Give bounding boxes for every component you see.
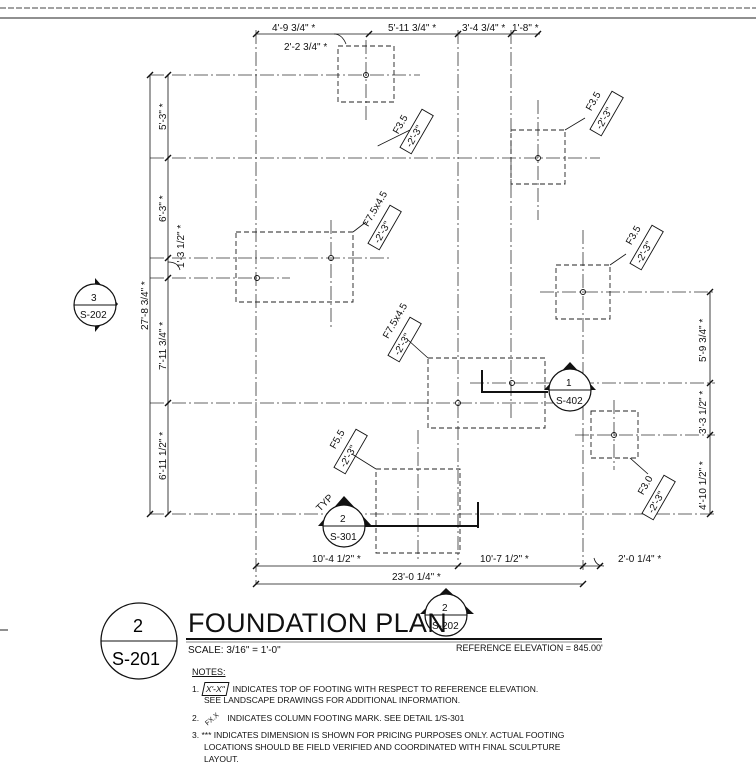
footing-tag-7: F3.0 -2'-3" (636, 474, 676, 521)
section-bubble-2-s202[interactable]: 2 S-202 (420, 588, 474, 637)
footing-tag-5: F7.5x4.5 -2'-3" (381, 301, 422, 363)
section-bubble-1-s402[interactable]: 1 S-402 (544, 362, 596, 412)
dim-top-3: 3'-4 3/4" * (462, 23, 505, 34)
dim-top-1: 4'-9 3/4" * (272, 23, 315, 34)
svg-text:2: 2 (442, 603, 448, 614)
note-1-line-2: SEE LANDSCAPE DRAWINGS FOR ADDITIONAL IN… (204, 695, 461, 705)
dim-left-5: 7'-11 3/4" * (158, 322, 169, 370)
svg-text:S-201: S-201 (112, 649, 160, 669)
dim-bottom-3: 23'-0 1/4" * (392, 572, 441, 583)
dim-top-2: 5'-11 3/4" * (388, 23, 436, 34)
note-3-line-3: LAYOUT. (204, 754, 239, 764)
dim-left-3: 1'-3 1/2" * (176, 225, 187, 268)
dim-right-3: 4'-10 1/2" * (698, 461, 709, 510)
footing-tag-3: F7.5x4.5 -2'-3" (361, 189, 402, 251)
dim-left-6: 6'-11 1/2" * (158, 432, 169, 480)
dim-bottom-2: 10'-7 1/2" * (480, 554, 529, 565)
svg-text:F5.5: F5.5 (328, 428, 348, 451)
footing-f3.5-b (510, 129, 566, 185)
footing-f7.5x4.5-a (235, 231, 354, 303)
reference-elevation: REFERENCE ELEVATION = 845.00' (456, 643, 603, 653)
drawing-scale: SCALE: 3/16" = 1'-0" (188, 645, 281, 656)
svg-text:S-301: S-301 (330, 532, 357, 543)
svg-text:F3.5: F3.5 (584, 90, 604, 113)
footing-f3.0 (590, 410, 639, 459)
svg-text:2: 2 (340, 514, 346, 525)
dim-top-4: 1'-8" * (512, 23, 539, 34)
svg-text:F3.5: F3.5 (391, 113, 411, 136)
svg-text:S-402: S-402 (556, 396, 583, 407)
dim-left-2: 6'-3" * (158, 195, 169, 222)
section-bubble-2-s301[interactable]: 2 S-301 TYP (314, 492, 372, 548)
drawing-title: FOUNDATION PLAN (188, 608, 448, 638)
note-2: 2. FX.X INDICATES COLUMN FOOTING MARK. S… (192, 712, 464, 727)
drawing-number-bubble: 2 S-201 (100, 602, 178, 680)
dim-bottom-4: 2'-0 1/4" * (618, 554, 661, 565)
dim-right-1: 5'-9 3/4" * (698, 319, 709, 362)
dim-right-2: 3'-3 1/2" * (698, 391, 709, 434)
footing-tag-4: F3.5 -2'-3" (624, 224, 664, 271)
notes-heading: NOTES: (192, 667, 226, 677)
footing-tag-2: F3.5 -2'-3" (584, 90, 624, 137)
note-3-line-2: LOCATIONS SHOULD BE FIELD VERIFIED AND C… (204, 742, 561, 752)
svg-text:S-202: S-202 (432, 621, 459, 632)
dim-top-5: 2'-2 3/4" * (284, 42, 327, 53)
svg-text:F3.0: F3.0 (636, 474, 656, 497)
footing-f3.5-c (555, 264, 611, 320)
section-bubble-3-s202[interactable]: 3 S-202 (73, 278, 118, 332)
footing-tag-1: F3.5 -2'-3" (377, 108, 434, 155)
dim-left-4: 27'-8 3/4" * (140, 281, 151, 330)
footing-f5.5 (375, 468, 461, 554)
footing-f3.5-a (337, 45, 395, 103)
svg-text:3: 3 (91, 293, 97, 304)
svg-text:F3.5: F3.5 (624, 224, 644, 247)
footing-tag-6: F5.5 -2'-3" (328, 428, 368, 475)
dim-left-1: 5'-3" * (158, 103, 169, 130)
note-3: 3. *** INDICATES DIMENSION IS SHOWN FOR … (192, 730, 565, 740)
svg-text:1: 1 (566, 378, 572, 389)
svg-text:2: 2 (133, 616, 143, 636)
note-1: 1. X'-X" INDICATES TOP OF FOOTING WITH R… (192, 682, 539, 696)
dim-bottom-1: 10'-4 1/2" * (312, 554, 361, 565)
svg-text:S-202: S-202 (80, 310, 107, 321)
